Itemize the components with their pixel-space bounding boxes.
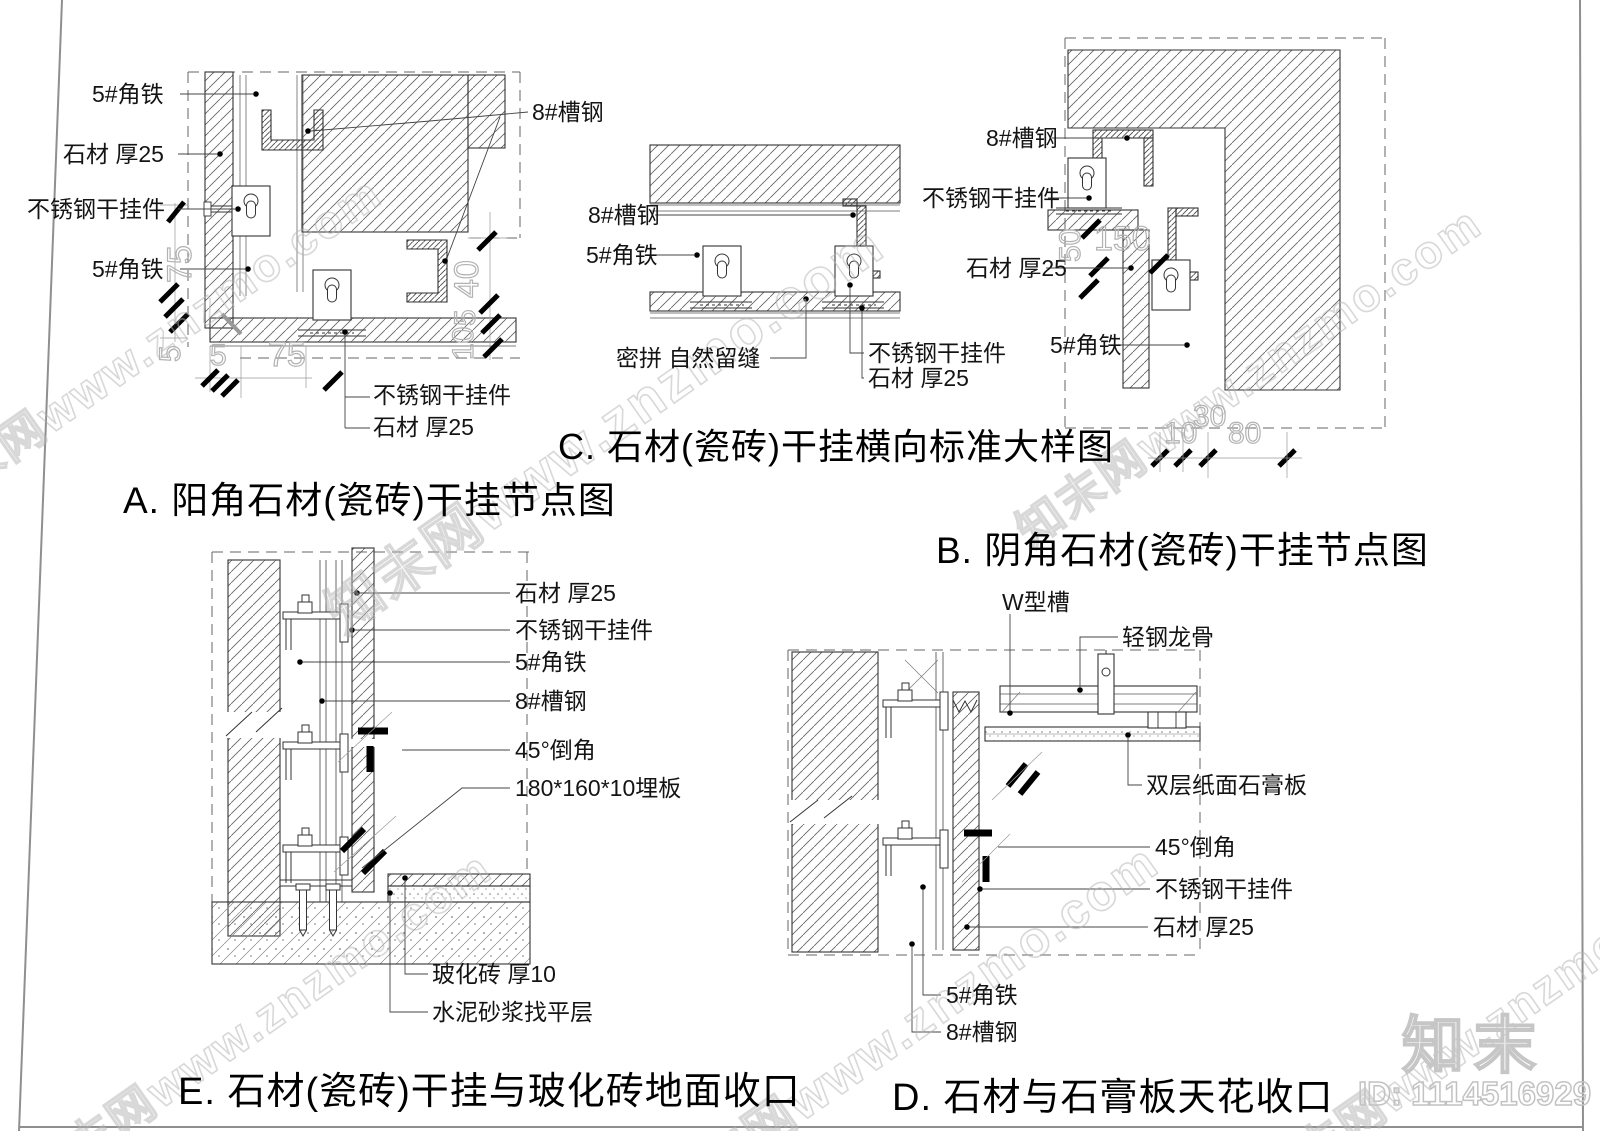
dim-75: 75 [267, 336, 306, 374]
label-ss-hanger: 不锈钢干挂件 [1155, 876, 1293, 902]
dim-10: 10 [446, 326, 480, 361]
label-channel-steel: 8#槽钢 [588, 202, 660, 228]
label-w-groove: W型槽 [1002, 589, 1070, 615]
title-detail-d: D. 石材与石膏板天花收口 [892, 1077, 1334, 1119]
dim-75: 75 [160, 245, 199, 284]
detail-a-linework [158, 71, 529, 429]
dim-10: 10 [1163, 417, 1198, 450]
label-bevel-45: 45°倒角 [515, 737, 596, 763]
label-angle-iron: 5#角铁 [1050, 332, 1122, 358]
label-channel-steel: 8#槽钢 [532, 99, 604, 125]
dim-80: 80 [1227, 417, 1262, 450]
label-glazed-tile: 玻化砖 厚10 [432, 961, 556, 987]
label-ss-hanger: 不锈钢干挂件 [868, 340, 1006, 366]
title-detail-e: E. 石材(瓷砖)干挂与玻化砖地面收口 [178, 1071, 801, 1113]
label-angle-iron: 5#角铁 [586, 242, 658, 268]
label-gypsum-board: 双层纸面石膏板 [1146, 772, 1307, 798]
label-ss-hanger: 不锈钢干挂件 [27, 196, 165, 222]
label-ss-hanger: 不锈钢干挂件 [515, 617, 653, 643]
title-detail-c: C. 石材(瓷砖)干挂横向标准大样图 [558, 426, 1114, 467]
label-angle-iron: 5#角铁 [92, 81, 164, 107]
dim-30: 30 [1192, 400, 1227, 433]
detail-b-linework [1046, 37, 1386, 478]
dim-5: 5 [153, 345, 187, 363]
label-stone-25: 石材 厚25 [1153, 914, 1254, 940]
detail-c-linework [649, 144, 901, 379]
label-channel-steel: 8#槽钢 [986, 125, 1058, 151]
dim-5: 5 [448, 309, 482, 327]
asset-id: ID: 1114516929 [1357, 1074, 1592, 1113]
title-detail-a: A. 阳角石材(瓷砖)干挂节点图 [123, 480, 616, 521]
label-stone-25: 石材 厚25 [63, 141, 164, 167]
label-channel-steel: 8#槽钢 [946, 1019, 1018, 1045]
label-angle-iron: 5#角铁 [92, 256, 164, 282]
dim-5: 5 [209, 339, 227, 372]
label-angle-iron: 5#角铁 [946, 982, 1018, 1008]
label-stone-25: 石材 厚25 [373, 414, 474, 440]
label-stone-25: 石材 厚25 [868, 365, 969, 391]
label-stone-25: 石材 厚25 [966, 255, 1067, 281]
label-cement-leveling: 水泥砂浆找平层 [432, 999, 593, 1025]
detail-d-linework [787, 614, 1201, 1033]
dim-150: 150 [1093, 220, 1151, 258]
label-tight-joint: 密拼 自然留缝 [616, 345, 761, 371]
title-detail-b: B. 阴角石材(瓷砖)干挂节点图 [936, 530, 1429, 571]
label-ss-hanger: 不锈钢干挂件 [922, 185, 1060, 211]
site-logo: 知末 [1401, 1011, 1547, 1082]
dim-50: 50 [1053, 228, 1087, 263]
label-angle-iron: 5#角铁 [515, 649, 587, 675]
label-ss-hanger: 不锈钢干挂件 [373, 382, 511, 408]
label-stone-25: 石材 厚25 [515, 580, 616, 606]
sheet-border [18, 0, 1584, 1131]
label-bevel-45: 45°倒角 [1155, 834, 1236, 860]
dim-40: 40 [447, 260, 486, 299]
label-channel-steel: 8#槽钢 [515, 688, 587, 714]
detail-e-linework [211, 547, 531, 1013]
label-embed-plate: 180*160*10埋板 [515, 775, 682, 801]
label-steel-keel: 轻钢龙骨 [1122, 624, 1214, 650]
